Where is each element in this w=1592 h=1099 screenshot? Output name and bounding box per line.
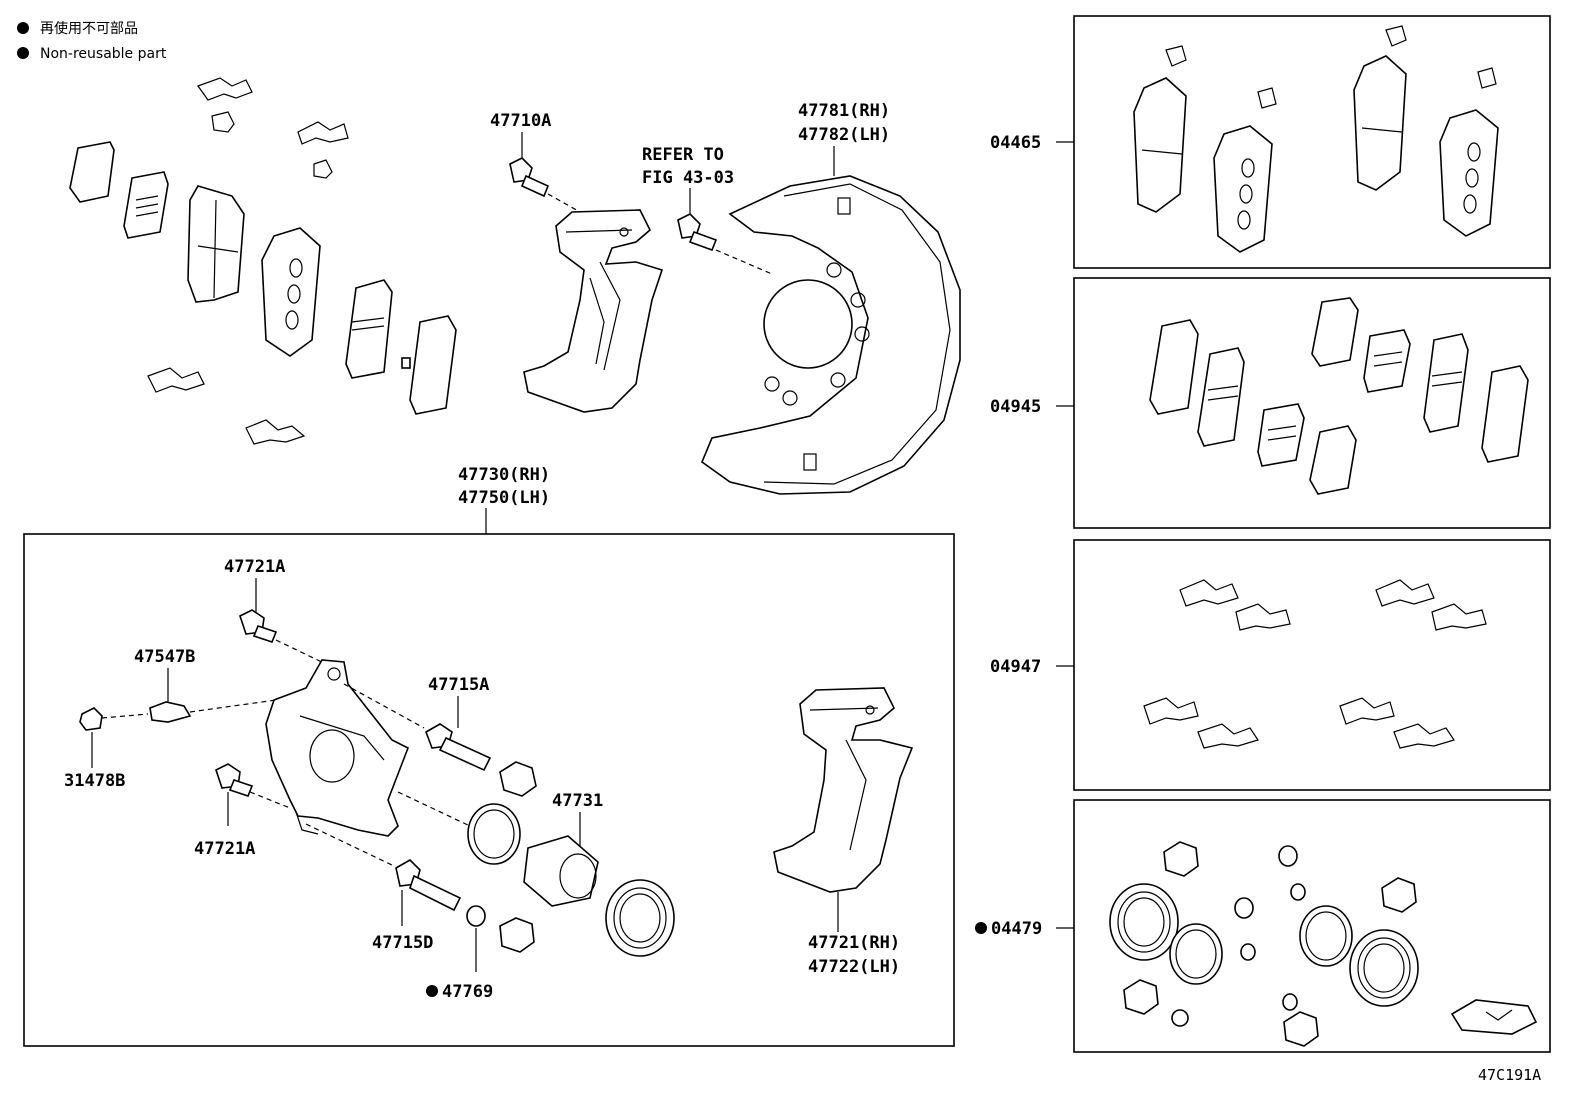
label-47715A: 47715A [428, 675, 489, 695]
bleeder-plug-47547B[interactable]: 47547B [101, 647, 277, 723]
bleeder-bolt-47721A-bottom[interactable]: 47721A [194, 763, 291, 859]
caliper-assembly-label: 47730(RH) 47750(LH) [458, 465, 550, 534]
figure-code: 47C191A [1478, 1066, 1541, 1084]
legend-english: Non-reusable part [40, 46, 167, 62]
pad-support-clip-right[interactable] [297, 121, 349, 145]
disc-brake-dust-cover[interactable]: 47781(RH) 47782(LH) [701, 101, 961, 495]
label-47722: 47722(LH) [808, 957, 900, 977]
label-47721A-top: 47721A [224, 557, 285, 577]
label-04479: 04479 [991, 919, 1042, 939]
caliper-mounting-bracket-lower[interactable]: 47721(RH) 47722(LH) [773, 687, 914, 977]
anti-squeal-shim[interactable] [69, 141, 115, 203]
label-47769: 47769 [442, 982, 493, 1002]
legend-japanese: 再使用不可部品 [40, 20, 138, 37]
guide-pin-47715D[interactable]: 47715D [305, 823, 535, 953]
brake-pad-outer[interactable] [261, 227, 321, 357]
kit-04465-pad-kit[interactable]: 04465 [990, 15, 1551, 269]
boot-47715A[interactable] [499, 761, 537, 797]
label-04947: 04947 [990, 657, 1041, 677]
non-reusable-dot-icon [17, 47, 29, 59]
label-04465: 04465 [990, 133, 1041, 153]
pad-support-clip-low[interactable] [147, 367, 205, 393]
label-47731: 47731 [552, 791, 603, 811]
kit-04479-cylinder-kit[interactable]: 04479 [975, 799, 1551, 1053]
bushing-47769[interactable]: 47769 [426, 905, 493, 1002]
refer-line-2: FIG 43-03 [642, 168, 734, 188]
refer-note: REFER TO FIG 43-03 [642, 145, 773, 275]
label-04945: 04945 [990, 397, 1041, 417]
kit-04945-shim-kit[interactable]: 04945 [990, 277, 1551, 529]
shim-with-slots[interactable] [123, 171, 169, 239]
pad-support-clip-low-2[interactable] [245, 419, 306, 445]
shim-slotted-right[interactable] [345, 279, 393, 379]
cylinder-boot[interactable] [605, 879, 675, 957]
bolt-47710A[interactable]: 47710A [490, 111, 581, 213]
label-47750: 47750(LH) [458, 488, 550, 508]
caliper-assembly-frame [23, 533, 955, 1047]
guide-pin-47715A[interactable]: 47715A [343, 675, 537, 797]
label-47547B: 47547B [134, 647, 195, 667]
caliper-cylinder-body[interactable] [265, 659, 410, 837]
refer-line-1: REFER TO [642, 145, 724, 165]
label-47721: 47721(RH) [808, 933, 900, 953]
cap-31478B[interactable]: 31478B [64, 707, 125, 791]
piston-seal[interactable] [467, 803, 521, 865]
kit-04947-support-plate-kit[interactable]: 04947 [990, 539, 1551, 791]
label-47721A-bottom: 47721A [194, 839, 255, 859]
non-reusable-dot-icon [975, 922, 987, 934]
label-47715D: 47715D [372, 933, 433, 953]
pad-support-clip[interactable] [197, 77, 253, 101]
label-47781: 47781(RH) [798, 101, 890, 121]
anti-squeal-shim-right[interactable] [409, 315, 457, 415]
pad-clip-small-right[interactable] [313, 159, 333, 179]
pad-set-exploded [69, 77, 457, 445]
pad-clip-small[interactable] [211, 111, 235, 133]
bleeder-bolt-47721A-top[interactable]: 47721A [224, 557, 331, 667]
label-47710A: 47710A [490, 111, 551, 131]
non-reusable-dot-icon [17, 22, 29, 34]
caliper-mounting-bracket[interactable] [523, 209, 664, 413]
non-reusable-dot-icon [426, 985, 438, 997]
legend: 再使用不可部品 Non-reusable part [17, 20, 167, 62]
label-47782: 47782(LH) [798, 125, 890, 145]
boot-47715D[interactable] [499, 917, 535, 953]
label-47730: 47730(RH) [458, 465, 550, 485]
label-31478B: 31478B [64, 771, 125, 791]
brake-pad-inner[interactable] [187, 185, 245, 303]
piston-seal-set[interactable]: 47731 [397, 791, 675, 957]
